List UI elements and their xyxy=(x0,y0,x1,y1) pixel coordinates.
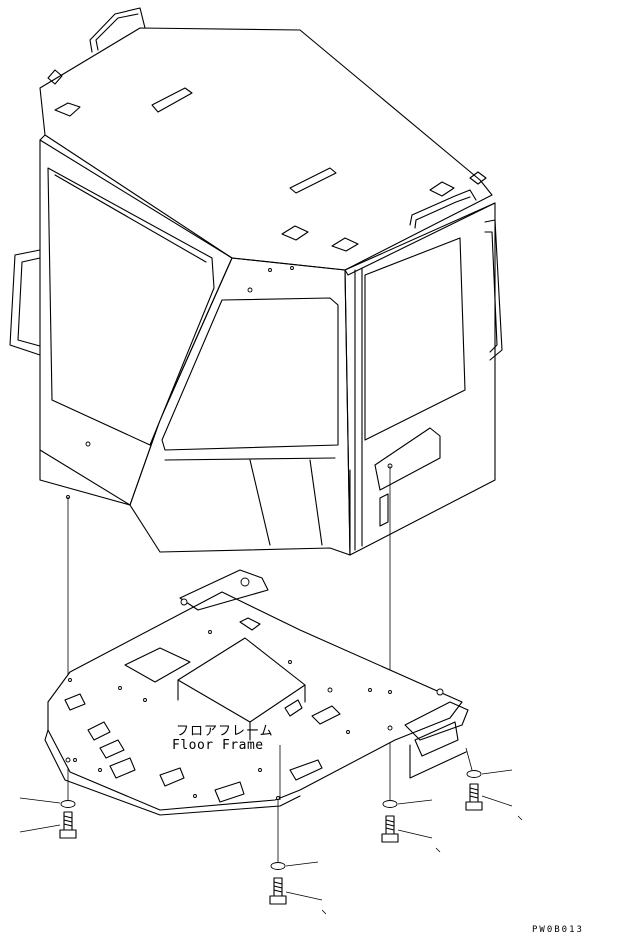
washer-icon xyxy=(270,862,286,870)
floor-frame xyxy=(44,569,469,816)
floor-frame-label-jp: フロアフレーム xyxy=(176,724,274,739)
bolt-icon xyxy=(465,783,483,811)
window-front-left xyxy=(47,167,215,446)
bolt-icon xyxy=(381,815,399,843)
fastener-set-right xyxy=(381,799,441,853)
fastener-set-center xyxy=(269,861,327,915)
roof-handrail-right xyxy=(409,189,477,229)
roof-handrail-left xyxy=(89,7,146,53)
cab xyxy=(9,7,503,556)
washer-icon xyxy=(466,770,482,778)
washer-icon xyxy=(60,800,76,808)
fastener-set-left xyxy=(19,797,77,839)
bolt-icon xyxy=(269,877,287,905)
fastener-set-far-right xyxy=(465,747,523,821)
bolt-icon xyxy=(59,811,77,839)
cab-roof xyxy=(39,27,493,271)
window-front-center xyxy=(161,297,339,451)
cab-side xyxy=(344,202,496,556)
side-handrail-right xyxy=(484,219,503,361)
frame-bracket-right xyxy=(404,701,469,741)
side-lower-panel xyxy=(374,427,441,491)
drawing-code: PW0B013 xyxy=(532,925,584,935)
frame-bracket-top xyxy=(179,569,269,611)
floor-frame-label-en: Floor Frame xyxy=(172,738,264,753)
window-side xyxy=(364,237,466,441)
washer-icon xyxy=(382,800,398,808)
side-handrail-left xyxy=(9,249,41,356)
